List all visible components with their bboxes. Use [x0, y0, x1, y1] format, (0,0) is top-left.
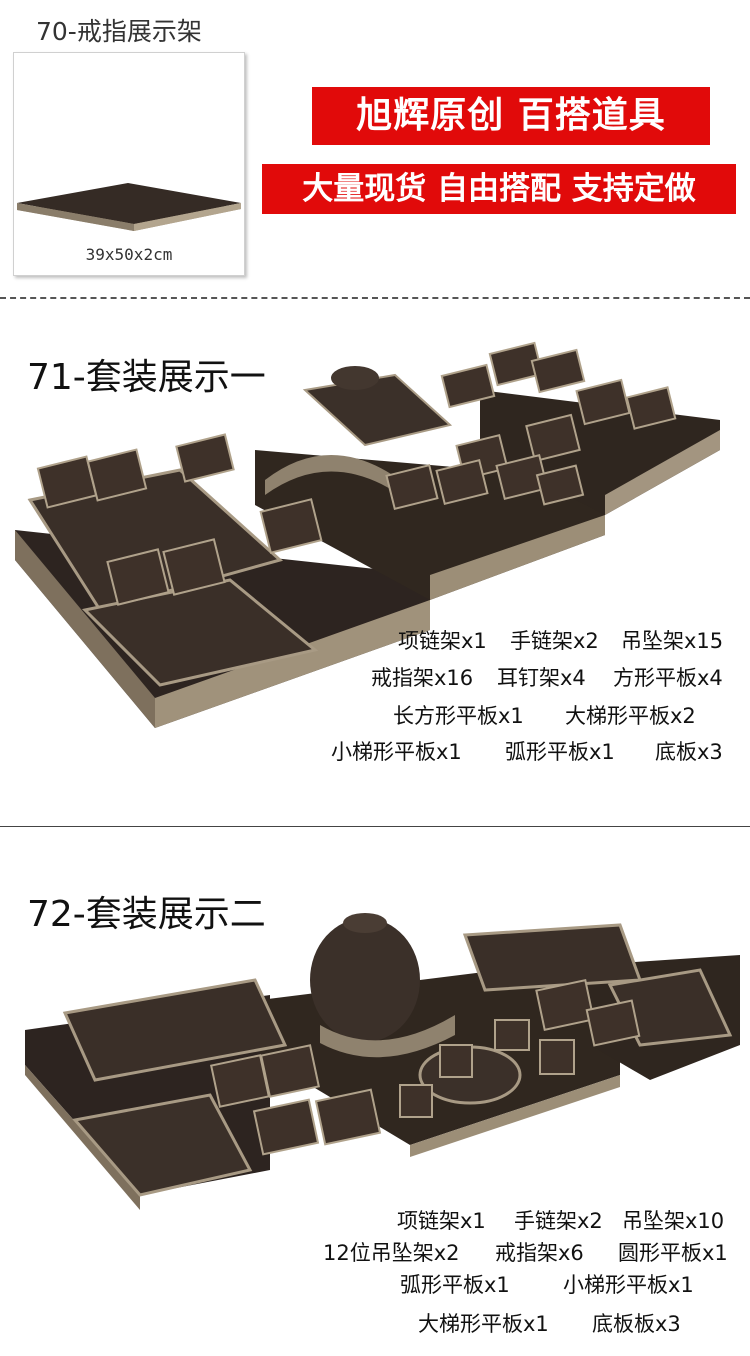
set-72-spec-round-plate: 圆形平板x1	[618, 1241, 728, 1265]
promo-banner-stock: 大量现货 自由搭配 支持定做	[262, 164, 736, 214]
set-71-spec-square-plate: 方形平板x4	[613, 666, 723, 690]
set-71-title: 71-套装展示一	[27, 357, 266, 398]
set-71-spec-arc-plate: 弧形平板x1	[505, 740, 615, 764]
set-71-spec-large-trapezoid: 大梯形平板x2	[565, 704, 696, 728]
set-71-spec-necklace: 项链架x1	[398, 629, 487, 653]
set-71-spec-base-board: 底板x3	[655, 740, 723, 764]
item-70-title: 70-戒指展示架	[36, 17, 202, 46]
set-72-spec-large-trapezoid: 大梯形平板x1	[418, 1312, 549, 1336]
product-card-ring-tray[interactable]: 39x50x2cm	[13, 52, 245, 276]
set-71-spec-rect-plate: 长方形平板x1	[393, 704, 524, 728]
set-72-title: 72-套装展示二	[27, 894, 266, 935]
set-72-spec-necklace: 项链架x1	[397, 1209, 486, 1233]
set-72-spec-bracelet: 手链架x2	[514, 1209, 603, 1233]
set-71-spec-bracelet: 手链架x2	[510, 629, 599, 653]
section-divider-dashed	[0, 297, 750, 299]
ring-tray-image	[17, 183, 241, 231]
set-72-spec-ring: 戒指架x6	[495, 1241, 584, 1265]
promo-banner-original: 旭辉原创 百搭道具	[312, 87, 710, 145]
set-71-spec-ring: 戒指架x16	[371, 666, 474, 690]
set-71-spec-small-trapezoid: 小梯形平板x1	[331, 740, 462, 764]
set-71-spec-pendant: 吊坠架x15	[621, 629, 724, 653]
set-72-spec-12-slot-pendant: 12位吊坠架x2	[323, 1241, 460, 1265]
set-72-spec-small-trapezoid: 小梯形平板x1	[563, 1273, 694, 1297]
set-72-spec-base-board: 底板板x3	[592, 1312, 681, 1336]
set-72-display-image	[25, 913, 740, 1210]
product-dimensions: 39x50x2cm	[85, 245, 173, 264]
set-72-spec-arc-plate: 弧形平板x1	[400, 1273, 510, 1297]
set-72-spec-pendant: 吊坠架x10	[622, 1209, 725, 1233]
section-divider-solid	[0, 826, 750, 827]
set-71-spec-earring: 耳钉架x4	[497, 666, 586, 690]
set-71-display-image	[15, 341, 720, 728]
